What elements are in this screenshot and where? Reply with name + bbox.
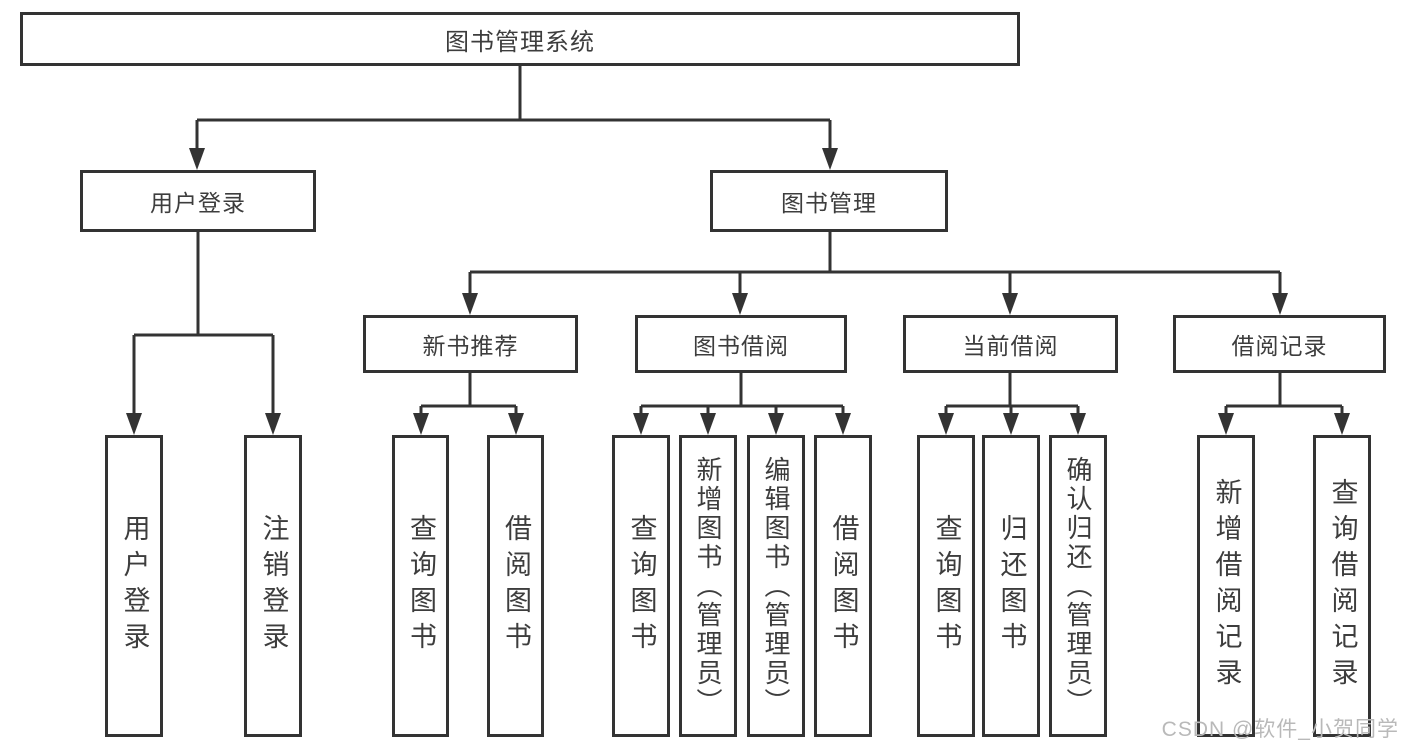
leaf-cb-return-book: 归还图书 xyxy=(982,435,1040,737)
node-label: 当前借阅 xyxy=(962,333,1059,359)
node-label: 确认归还（管理员） xyxy=(1063,455,1093,717)
node-user-login: 用户登录 xyxy=(80,170,316,232)
node-label: 查询图书 xyxy=(406,514,436,658)
node-label: 查询图书 xyxy=(931,514,962,658)
node-label: 借阅记录 xyxy=(1231,333,1328,359)
leaf-br-query-record: 查询借阅记录 xyxy=(1313,435,1371,737)
leaf-bb-borrow-book: 借阅图书 xyxy=(814,435,872,737)
leaf-rec-borrow-book: 借阅图书 xyxy=(487,435,544,737)
node-label: 借阅图书 xyxy=(501,514,531,658)
node-library-management-system: 图书管理系统 xyxy=(20,12,1020,66)
node-label: 用户登录 xyxy=(150,190,246,216)
node-label: 查询借阅记录 xyxy=(1327,478,1358,694)
node-book-borrowing: 图书借阅 xyxy=(635,315,847,373)
node-label: 注销登录 xyxy=(258,514,289,658)
leaf-user-login: 用户登录 xyxy=(105,435,163,737)
leaf-logout: 注销登录 xyxy=(244,435,302,737)
node-label: 查询图书 xyxy=(626,514,657,658)
node-current-borrowing: 当前借阅 xyxy=(903,315,1118,373)
leaf-cb-query-book: 查询图书 xyxy=(917,435,975,737)
node-label: 图书管理系统 xyxy=(445,28,595,56)
node-label: 用户登录 xyxy=(119,514,150,658)
node-label: 图书管理 xyxy=(781,190,877,216)
node-label: 新书推荐 xyxy=(422,333,519,359)
leaf-bb-add-book-admin: 新增图书（管理员） xyxy=(679,435,737,737)
node-borrowing-records: 借阅记录 xyxy=(1173,315,1386,373)
node-label: 归还图书 xyxy=(996,514,1027,658)
leaf-br-add-record: 新增借阅记录 xyxy=(1197,435,1255,737)
csdn-watermark: CSDN @软件_小贺同学 xyxy=(1161,718,1399,741)
leaf-bb-edit-book-admin: 编辑图书（管理员） xyxy=(747,435,805,737)
node-book-management: 图书管理 xyxy=(710,170,948,232)
leaf-rec-query-book: 查询图书 xyxy=(392,435,449,737)
node-label: 新增借阅记录 xyxy=(1211,478,1242,694)
leaf-cb-confirm-return-admin: 确认归还（管理员） xyxy=(1049,435,1107,737)
node-label: 借阅图书 xyxy=(828,514,859,658)
node-label: 新增图书（管理员） xyxy=(693,455,723,717)
leaf-bb-query-book: 查询图书 xyxy=(612,435,670,737)
node-label: 编辑图书（管理员） xyxy=(761,455,791,717)
node-label: 图书借阅 xyxy=(693,333,789,359)
node-new-book-recommend: 新书推荐 xyxy=(363,315,578,373)
